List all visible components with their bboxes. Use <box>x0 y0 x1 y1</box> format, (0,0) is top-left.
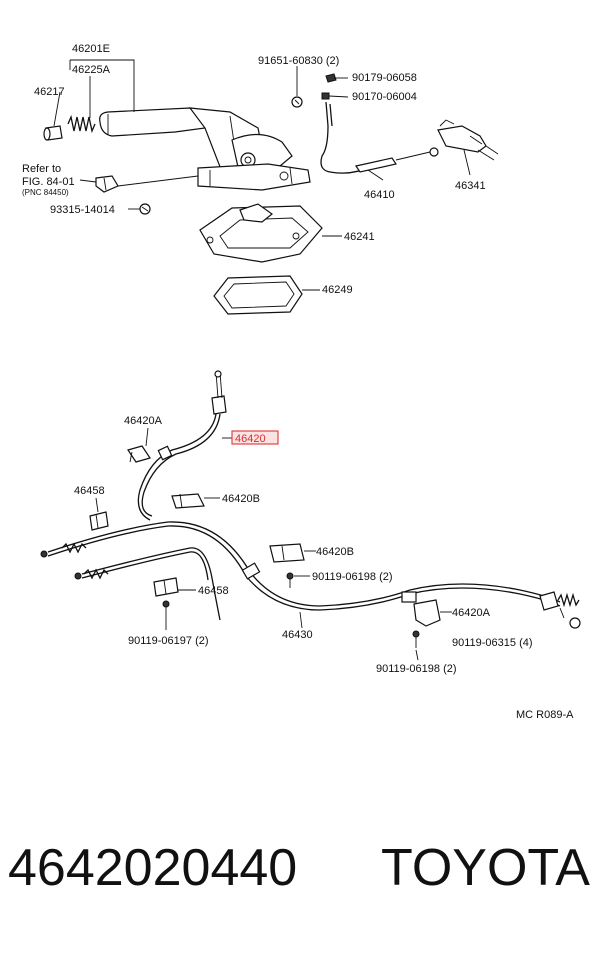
label-90170-06004: 90170-06004 <box>352 91 417 103</box>
upper-leaders <box>53 59 471 291</box>
clamp-46420A-top <box>127 445 151 463</box>
spring-46225A <box>67 114 96 134</box>
label-90119-06198-b: 90119-06198 (2) <box>376 663 457 675</box>
console-46241 <box>199 203 323 263</box>
label-90119-06197: 90119-06197 (2) <box>128 635 209 647</box>
label-90179-06058: 90179-06058 <box>352 72 417 84</box>
label-46249: 46249 <box>322 284 353 296</box>
highlight-box <box>231 430 279 445</box>
screw-93315 <box>139 203 151 215</box>
label-refer-fig: FIG. 84-01 <box>22 176 75 188</box>
clamp-46420B-2 <box>269 543 305 563</box>
boot-46249 <box>213 275 303 315</box>
clamp-46458-bottom <box>153 577 179 597</box>
label-90119-06198-a: 90119-06198 (2) <box>312 571 393 583</box>
label-46458-bottom: 46458 <box>198 585 229 597</box>
label-46420-highlighted: 46420 <box>235 433 266 445</box>
label-46458-top: 46458 <box>74 485 105 497</box>
cable-46420 <box>137 370 227 521</box>
label-46341: 46341 <box>455 180 486 192</box>
clip-84450 <box>95 175 119 193</box>
front-cable-46410 <box>291 73 439 174</box>
footer-brand: TOYOTA <box>381 839 590 897</box>
label-46241: 46241 <box>344 231 375 243</box>
clamp-46420B-1 <box>171 493 205 509</box>
equalizer-46341 <box>437 119 499 161</box>
parking-brake-lever <box>99 107 311 191</box>
label-46420B-1: 46420B <box>222 493 260 505</box>
lower-leaders <box>95 427 565 661</box>
clamp-46458-top <box>89 511 109 531</box>
label-46420A-right: 46420A <box>452 607 491 619</box>
label-46217: 46217 <box>34 86 65 98</box>
label-46420B-2: 46420B <box>316 546 354 558</box>
label-46201E: 46201E <box>72 43 110 55</box>
label-46430: 46430 <box>282 629 313 641</box>
cable-46430 <box>40 521 580 621</box>
button-46217 <box>43 125 63 141</box>
label-diagram-code: MC R089-A <box>516 709 574 721</box>
label-46420A-top: 46420A <box>124 415 163 427</box>
label-46410: 46410 <box>364 189 395 201</box>
footer: 4642020440 TOYOTA <box>0 838 600 918</box>
label-refer-pnc: (PNC 84450) <box>22 188 69 197</box>
bolts-lower <box>162 572 581 648</box>
label-refer-to: Refer to <box>22 163 61 175</box>
footer-part-number: 4642020440 <box>8 839 298 897</box>
label-91651-60830: 91651-60830 (2) <box>258 55 339 67</box>
label-90119-06315: 90119-06315 (4) <box>452 637 533 649</box>
bracket-46420A-right <box>413 599 441 627</box>
label-93315-14014: 93315-14014 <box>50 204 115 216</box>
label-46225A: 46225A <box>72 64 111 76</box>
